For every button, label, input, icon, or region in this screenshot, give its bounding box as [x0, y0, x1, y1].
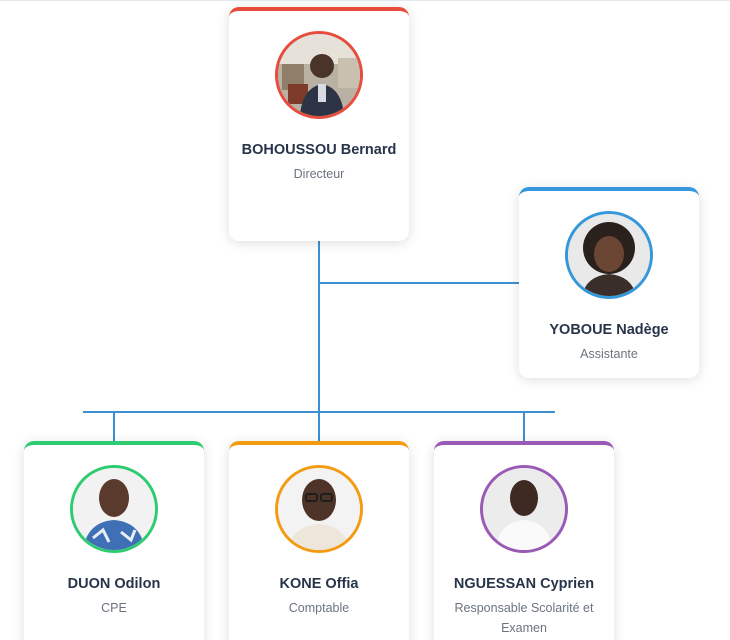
- connector-staff-left: [113, 411, 115, 446]
- staff-card-duon[interactable]: DUON Odilon CPE: [24, 441, 204, 640]
- connector-staff-bar: [83, 411, 555, 413]
- staff-role-nguessan: Responsable Scolarité et Examen: [454, 601, 594, 635]
- staff-role-kone: Comptable: [288, 601, 350, 615]
- staff-card-kone[interactable]: KONE Offia Comptable: [229, 441, 409, 640]
- staff-name-kone: KONE Offia: [279, 576, 359, 592]
- assistant-name: YOBOUE Nadège: [549, 322, 669, 338]
- director-role: Directeur: [293, 167, 345, 181]
- person-photo-icon: [483, 468, 565, 550]
- assistant-role: Assistante: [580, 347, 638, 361]
- connector-director-down: [318, 241, 320, 446]
- director-card[interactable]: BOHOUSSOU Bernard Directeur: [229, 7, 409, 241]
- staff-avatar-nguessan: [480, 465, 568, 553]
- assistant-card[interactable]: YOBOUE Nadège Assistante: [519, 187, 699, 378]
- director-name: BOHOUSSOU Bernard: [241, 142, 397, 158]
- assistant-avatar: [565, 211, 653, 299]
- staff-card-nguessan[interactable]: NGUESSAN Cyprien Responsable Scolarité e…: [434, 441, 614, 640]
- person-photo-icon: [568, 214, 650, 296]
- director-avatar: [275, 31, 363, 119]
- person-photo-icon: [278, 34, 360, 116]
- staff-name-duon: DUON Odilon: [67, 576, 161, 592]
- staff-name-nguessan: NGUESSAN Cyprien: [453, 576, 595, 592]
- person-photo-icon: [278, 468, 360, 550]
- person-photo-icon: [73, 468, 155, 550]
- staff-role-duon: CPE: [101, 601, 127, 615]
- staff-avatar-duon: [70, 465, 158, 553]
- staff-avatar-kone: [275, 465, 363, 553]
- connector-staff-right: [523, 411, 525, 446]
- connector-assistant: [318, 282, 520, 284]
